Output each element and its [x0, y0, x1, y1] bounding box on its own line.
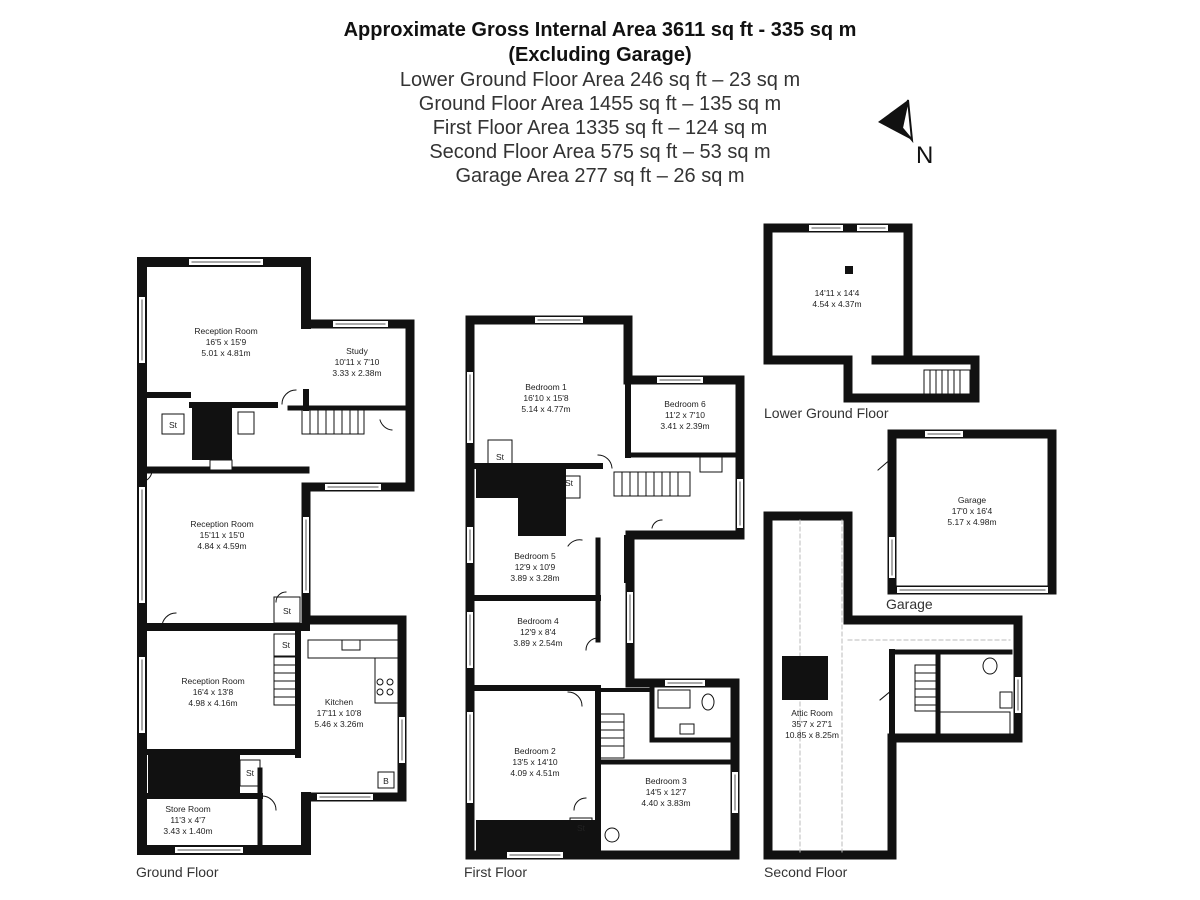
first-floor-plan — [465, 315, 745, 860]
room-size-imperial: 14'11 x 14'4 — [815, 288, 860, 298]
area-garage: Garage Area 277 sq ft – 26 sq m — [455, 165, 745, 187]
room-bedroom-3: Bedroom 3 14'5 x 12'7 4.40 x 3.83m — [641, 776, 690, 808]
store-label: St — [246, 768, 255, 778]
room-reception-2: Reception Room 15'11 x 15'0 4.84 x 4.59m — [190, 519, 253, 551]
room-bedroom-6: Bedroom 6 11'2 x 7'10 3.41 x 2.39m — [660, 399, 709, 431]
room-size-metric: 3.89 x 2.54m — [513, 638, 562, 648]
room-garage: Garage 17'0 x 16'4 5.17 x 4.98m — [947, 495, 996, 527]
room-size-imperial: 13'5 x 14'10 — [512, 757, 558, 767]
room-name: Kitchen — [325, 697, 354, 707]
room-size-metric: 3.43 x 1.40m — [163, 826, 212, 836]
excluding-note: (Excluding Garage) — [508, 44, 692, 66]
room-name: Store Room — [165, 804, 210, 814]
area-second: Second Floor Area 575 sq ft – 53 sq m — [429, 141, 771, 163]
store-label: St — [565, 478, 574, 488]
room-name: Bedroom 2 — [514, 746, 556, 756]
room-name: Reception Room — [194, 326, 257, 336]
room-size-metric: 5.01 x 4.81m — [201, 348, 250, 358]
room-size-metric: 3.33 x 2.38m — [332, 368, 381, 378]
floor-label-garage: Garage — [886, 596, 933, 612]
area-summary: Approximate Gross Internal Area 3611 sq … — [0, 18, 1200, 188]
store-label: St — [283, 606, 292, 616]
room-size-imperial: 35'7 x 27'1 — [792, 719, 833, 729]
room-name: Reception Room — [181, 676, 244, 686]
compass-north-label: N — [916, 142, 934, 169]
room-kitchen: Kitchen 17'11 x 10'8 5.46 x 3.26m — [314, 697, 363, 729]
room-bedroom-4: Bedroom 4 12'9 x 8'4 3.89 x 2.54m — [513, 616, 562, 648]
room-size-imperial: 11'3 x 4'7 — [170, 815, 205, 825]
room-size-metric: 3.89 x 3.28m — [510, 573, 559, 583]
room-name: Bedroom 4 — [517, 616, 559, 626]
room-size-imperial: 16'5 x 15'9 — [206, 337, 247, 347]
room-bedroom-2: Bedroom 2 13'5 x 14'10 4.09 x 4.51m — [510, 746, 559, 778]
room-name: Bedroom 3 — [645, 776, 687, 786]
room-store-room: Store Room 11'3 x 4'7 3.43 x 1.40m — [163, 804, 212, 836]
area-ground: Ground Floor Area 1455 sq ft – 135 sq m — [418, 93, 782, 115]
room-name: Bedroom 1 — [525, 382, 567, 392]
room-lower-ground: 14'11 x 14'4 4.54 x 4.37m — [812, 288, 861, 309]
room-size-metric: 4.09 x 4.51m — [510, 768, 559, 778]
store-label: St — [169, 420, 178, 430]
room-name: Attic Room — [791, 708, 833, 718]
room-size-imperial: 15'11 x 15'0 — [200, 530, 245, 540]
room-size-imperial: 12'9 x 10'9 — [515, 562, 556, 572]
floor-label-first: First Floor — [464, 864, 527, 880]
second-floor-plan — [763, 511, 1023, 860]
room-study: Study 10'11 x 7'10 3.33 x 2.38m — [332, 346, 381, 378]
room-reception-3: Reception Room 16'4 x 13'8 4.98 x 4.16m — [181, 676, 244, 708]
room-bedroom-1: Bedroom 1 16'10 x 15'8 5.14 x 4.77m — [521, 382, 570, 414]
room-attic: Attic Room 35'7 x 27'1 10.85 x 8.25m — [785, 708, 839, 740]
room-name: Reception Room — [190, 519, 253, 529]
room-size-imperial: 17'11 x 10'8 — [317, 708, 362, 718]
store-label: St — [577, 823, 586, 833]
room-size-imperial: 16'4 x 13'8 — [193, 687, 234, 697]
room-size-imperial: 11'2 x 7'10 — [665, 410, 705, 420]
room-size-metric: 4.40 x 3.83m — [641, 798, 690, 808]
garage-plan — [877, 429, 1057, 595]
room-size-metric: 10.85 x 8.25m — [785, 730, 839, 740]
room-name: Bedroom 5 — [514, 551, 556, 561]
room-size-metric: 4.54 x 4.37m — [812, 299, 861, 309]
floor-label-second: Second Floor — [764, 864, 848, 880]
room-bedroom-5: Bedroom 5 12'9 x 10'9 3.89 x 3.28m — [510, 551, 559, 583]
room-size-imperial: 14'5 x 12'7 — [646, 787, 687, 797]
boiler-label: B — [383, 776, 389, 786]
room-size-metric: 4.84 x 4.59m — [197, 541, 246, 551]
room-reception-1: Reception Room 16'5 x 15'9 5.01 x 4.81m — [194, 326, 257, 358]
room-size-metric: 4.98 x 4.16m — [188, 698, 237, 708]
store-label: St — [282, 640, 291, 650]
floor-label-lower-ground: Lower Ground Floor — [764, 405, 889, 421]
room-name: Study — [346, 346, 368, 356]
area-first: First Floor Area 1335 sq ft – 124 sq m — [432, 117, 768, 139]
gross-area-title: Approximate Gross Internal Area 3611 sq … — [343, 19, 857, 41]
room-size-metric: 5.14 x 4.77m — [521, 404, 570, 414]
room-size-metric: 5.17 x 4.98m — [947, 517, 996, 527]
store-label: St — [496, 452, 505, 462]
compass-arrow-icon — [878, 99, 914, 144]
lower-ground-floor-plan — [763, 223, 980, 403]
room-size-imperial: 16'10 x 15'8 — [523, 393, 569, 403]
ground-floor-plan — [137, 257, 415, 855]
room-name: Garage — [958, 495, 987, 505]
room-name: Bedroom 6 — [664, 399, 706, 409]
floor-label-ground: Ground Floor — [136, 864, 219, 880]
room-size-metric: 3.41 x 2.39m — [660, 421, 709, 431]
room-size-imperial: 12'9 x 8'4 — [520, 627, 556, 637]
room-size-imperial: 10'11 x 7'10 — [335, 357, 380, 367]
room-size-imperial: 17'0 x 16'4 — [952, 506, 993, 516]
room-size-metric: 5.46 x 3.26m — [314, 719, 363, 729]
area-lower-ground: Lower Ground Floor Area 246 sq ft – 23 s… — [399, 69, 801, 91]
